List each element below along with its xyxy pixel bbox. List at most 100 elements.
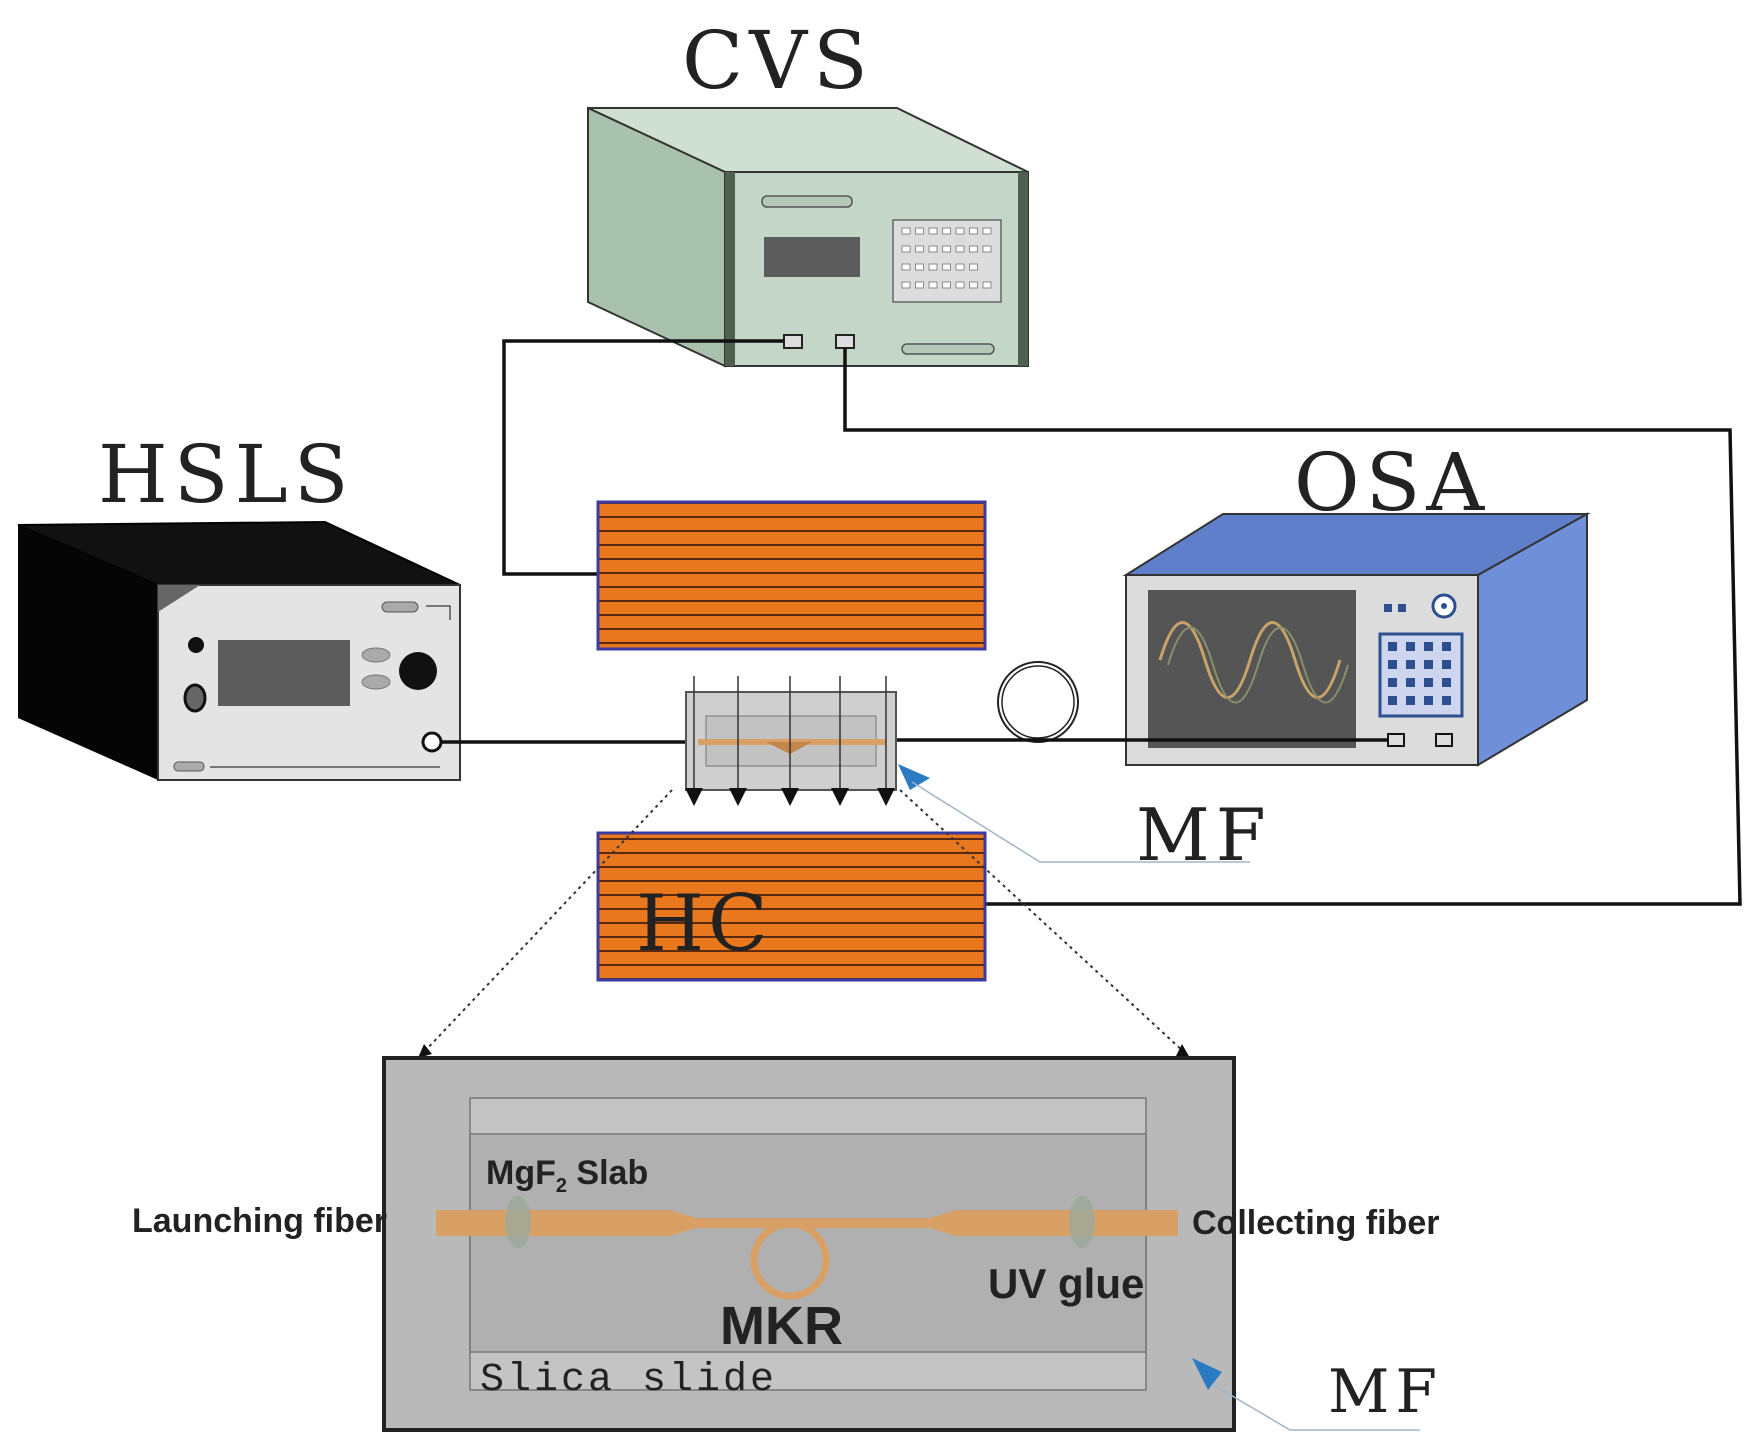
- mkr-knot: [750, 1220, 830, 1300]
- osa-key[interactable]: [1442, 678, 1451, 687]
- hsls-button-1[interactable]: [361, 647, 391, 663]
- zoom-line-right: [899, 789, 1185, 1053]
- zoom-arrowhead-left: [418, 1044, 432, 1058]
- cvs-key[interactable]: [942, 281, 951, 289]
- osa-key[interactable]: [1388, 678, 1397, 687]
- osa-port-right[interactable]: [1435, 733, 1453, 747]
- hsls-bottom-slot: [173, 761, 205, 772]
- cvs-key[interactable]: [928, 263, 938, 271]
- osa-key[interactable]: [1424, 696, 1433, 705]
- mf-small-taper: [766, 742, 812, 754]
- hsls-top-slot: [381, 601, 419, 613]
- mgf2-slab: [469, 1133, 1147, 1353]
- cvs-port-right[interactable]: [835, 334, 855, 349]
- heat-arrows: [685, 676, 895, 806]
- osa-key[interactable]: [1406, 660, 1415, 669]
- fiber-coil-outer: [997, 661, 1079, 743]
- osa-button-a[interactable]: [1384, 604, 1392, 612]
- cvs-key[interactable]: [915, 227, 924, 235]
- osa-key[interactable]: [1388, 696, 1397, 705]
- hsls-device: HSLS: [17, 428, 461, 781]
- hsls-button-2[interactable]: [361, 674, 391, 690]
- cvs-key[interactable]: [969, 263, 978, 271]
- osa-waveform-2: [1167, 626, 1349, 704]
- cvs-key[interactable]: [969, 281, 978, 289]
- cvs-key[interactable]: [901, 263, 911, 271]
- hsls-panel-corner: [158, 585, 200, 612]
- mf-pointer-arrow-bottom: [1192, 1358, 1222, 1390]
- osa-key[interactable]: [1406, 642, 1415, 651]
- top-heater: [596, 500, 987, 651]
- mf-leader-top: [911, 781, 1250, 863]
- fiber-coil-inner: [1001, 665, 1075, 739]
- mf-pointer-arrow-top: [898, 764, 930, 790]
- osa-key[interactable]: [1424, 642, 1433, 651]
- hsls-output-port[interactable]: [421, 731, 443, 753]
- cvs-device: CVS: [587, 14, 1029, 368]
- silica-slide-label: Slica slide: [480, 1358, 777, 1403]
- cvs-key[interactable]: [982, 245, 992, 253]
- hsls-main-knob[interactable]: [399, 652, 437, 690]
- cvs-key[interactable]: [915, 281, 924, 289]
- launching-fiber-label: Launching fiber: [132, 1202, 387, 1240]
- osa-key[interactable]: [1406, 696, 1415, 705]
- cvs-key[interactable]: [982, 281, 992, 289]
- bottom-heater: [596, 831, 987, 982]
- cvs-key[interactable]: [969, 227, 978, 235]
- cvs-key[interactable]: [928, 227, 938, 235]
- collecting-fiber-label: Collecting fiber: [1192, 1204, 1439, 1242]
- wire-cvs-to-top-heater: [502, 339, 784, 576]
- cvs-key[interactable]: [942, 263, 951, 271]
- osa-port-left[interactable]: [1387, 733, 1405, 747]
- cvs-key[interactable]: [955, 281, 965, 289]
- mf-bottom-label: MF: [1328, 1357, 1443, 1427]
- cvs-key[interactable]: [901, 227, 911, 235]
- hc-label: HC: [636, 879, 772, 969]
- cvs-key[interactable]: [955, 227, 965, 235]
- osa-button-b[interactable]: [1398, 604, 1406, 612]
- osa-key[interactable]: [1388, 660, 1397, 669]
- osa-key[interactable]: [1406, 678, 1415, 687]
- hsls-indicator-dot: [188, 637, 204, 653]
- uv-glue-left: [505, 1196, 531, 1248]
- cvs-key[interactable]: [928, 281, 938, 289]
- osa-key[interactable]: [1424, 660, 1433, 669]
- cvs-port-left[interactable]: [783, 334, 803, 349]
- osa-screen: [1148, 590, 1356, 748]
- cvs-key[interactable]: [928, 245, 938, 253]
- cvs-key[interactable]: [955, 245, 965, 253]
- heat-arrow-head: [877, 788, 895, 806]
- cvs-key[interactable]: [955, 263, 965, 271]
- osa-key[interactable]: [1442, 660, 1451, 669]
- mgf2-label: MgF2 Slab: [486, 1154, 648, 1197]
- cvs-keypad-keys: [901, 227, 992, 289]
- osa-key[interactable]: [1388, 642, 1397, 651]
- mf-assembly: MF: [685, 676, 1266, 877]
- cvs-key[interactable]: [969, 245, 978, 253]
- cvs-key[interactable]: [915, 263, 924, 271]
- cvs-key[interactable]: [901, 281, 911, 289]
- cvs-key[interactable]: [901, 245, 911, 253]
- hsls-display: [218, 640, 350, 706]
- osa-device: OSA: [1122, 436, 1591, 767]
- hsls-top-trace: [426, 605, 451, 620]
- osa-key[interactable]: [1442, 696, 1451, 705]
- osa-dial-center: [1441, 603, 1447, 609]
- cvs-key[interactable]: [915, 245, 924, 253]
- hsls-side: [18, 525, 158, 780]
- osa-key[interactable]: [1442, 642, 1451, 651]
- hsls-knob-small[interactable]: [183, 683, 207, 713]
- cvs-label: CVS: [682, 14, 874, 107]
- cvs-key[interactable]: [942, 245, 951, 253]
- zoom-arrowhead-right: [1176, 1044, 1190, 1058]
- cvs-key[interactable]: [982, 227, 992, 235]
- cvs-key[interactable]: [942, 227, 951, 235]
- mf-leader-bottom: [1211, 1383, 1420, 1431]
- osa-key[interactable]: [1424, 678, 1433, 687]
- wire-cvs-to-bottom-heater: [843, 348, 1742, 906]
- cvs-right-edge: [1018, 172, 1028, 366]
- mf-enlarged-view: MgF2 Slab MKR UV glue Launching fiber Co…: [132, 1056, 1443, 1432]
- heat-arrow-head: [831, 788, 849, 806]
- wires: [502, 339, 1742, 906]
- cvs-display: [764, 237, 860, 277]
